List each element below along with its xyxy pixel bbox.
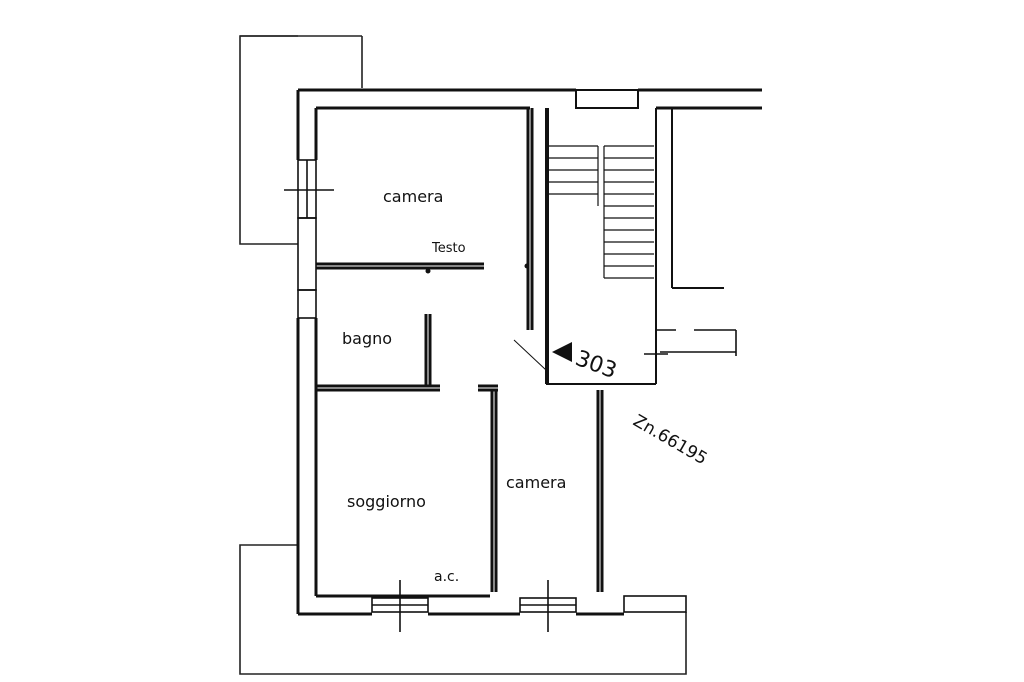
right-partial-walls bbox=[644, 329, 737, 356]
stairwell bbox=[545, 89, 724, 385]
stair-treads bbox=[548, 145, 654, 279]
room-label-camera-top: camera bbox=[383, 187, 443, 206]
room-label-soggiorno: soggiorno bbox=[347, 492, 426, 511]
balcony-top-left bbox=[239, 35, 363, 245]
room-label-bagno: bagno bbox=[342, 329, 392, 348]
light-fixture bbox=[524, 263, 530, 269]
stair-mark-label: 303 bbox=[572, 346, 620, 384]
room-label-camera-bottom: camera bbox=[506, 473, 566, 492]
stamp-code-label: Zn.66195 bbox=[630, 411, 711, 469]
bottom-windows bbox=[371, 580, 687, 632]
annotation-ac: a.c. bbox=[434, 569, 459, 585]
light-fixture-2 bbox=[425, 268, 431, 274]
annotation-testo: Testo bbox=[431, 241, 466, 256]
exterior-walls bbox=[296, 88, 762, 616]
left-windows bbox=[284, 159, 334, 319]
interior-walls bbox=[316, 108, 604, 592]
balcony-bottom bbox=[239, 544, 687, 675]
stair-arrow-icon bbox=[513, 339, 572, 371]
